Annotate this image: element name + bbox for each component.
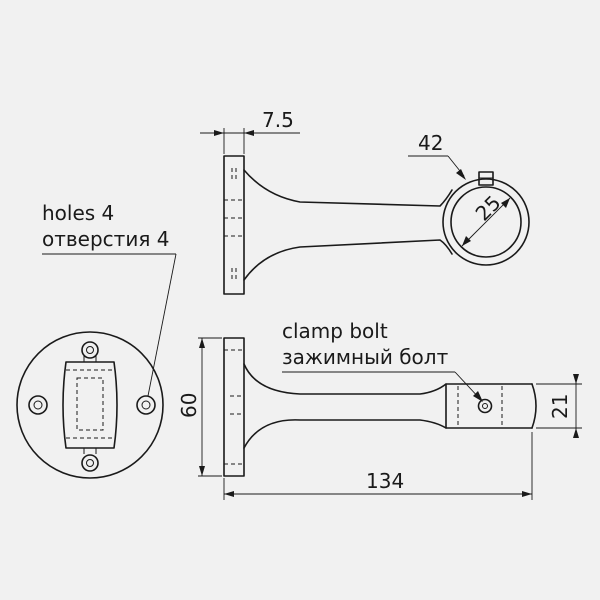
mounting-hole-right (136, 395, 156, 415)
holes-leader (42, 253, 177, 397)
base-front-view (16, 331, 164, 479)
central-boss (62, 361, 118, 449)
mounting-hole-left (28, 395, 48, 415)
dim-flange-thickness (200, 128, 300, 154)
clamp-label-en: clamp bolt (282, 319, 388, 343)
clamp-label-ru: зажимный болт (282, 345, 449, 369)
dim-ring-outer-label: 42 (418, 131, 443, 155)
bracket-top-view (223, 155, 530, 295)
dim-height-label: 60 (177, 393, 201, 418)
base-plate-outline (16, 331, 164, 479)
dim-clamp-height-label: 21 (548, 394, 572, 419)
hidden-slot (76, 377, 104, 431)
dim-length-label: 134 (366, 469, 404, 493)
dim-ring-outer (408, 155, 466, 180)
ring-outer (442, 178, 530, 266)
dim-flange-thickness-label: 7.5 (262, 108, 294, 132)
dim-ring-inner-label: 25 (471, 191, 506, 226)
bracket-side-view (223, 337, 537, 477)
dim-clamp-height (536, 374, 582, 438)
clamp-bolt (477, 398, 493, 414)
holes-label-ru: отверстия 4 (42, 227, 169, 251)
side-arm (243, 363, 533, 395)
mounting-hole-bottom (81, 454, 99, 472)
side-flange (223, 337, 245, 477)
dim-length (223, 432, 533, 500)
mounting-hole-top (81, 341, 99, 359)
top-arm (243, 169, 453, 207)
holes-label-en: holes 4 (42, 201, 114, 225)
clamp-leader (282, 371, 483, 402)
ring-inner (450, 186, 522, 258)
clamp-body (445, 383, 537, 429)
dim-height (198, 337, 222, 477)
top-flange (223, 155, 245, 295)
